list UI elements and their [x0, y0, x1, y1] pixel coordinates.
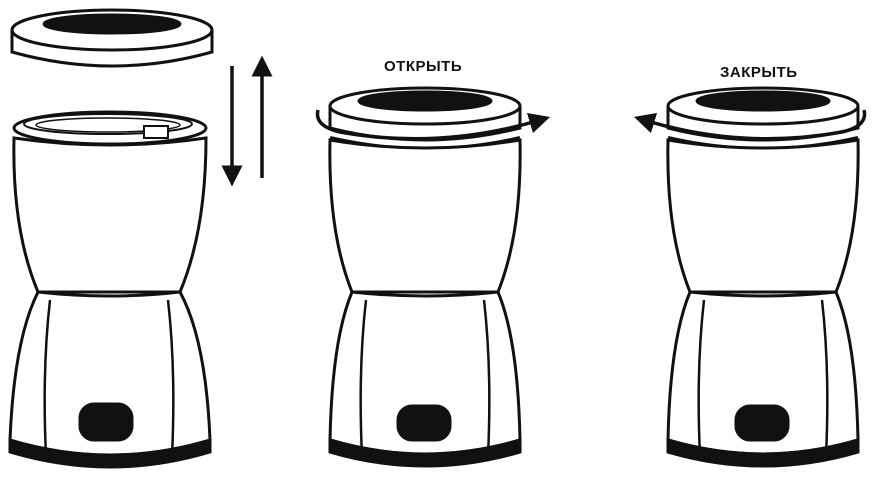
panel-lid-removed [10, 10, 262, 467]
open-label: ОТКРЫТЬ [384, 58, 462, 75]
grinder-icon [668, 88, 858, 466]
close-label: ЗАКРЫТЬ [720, 64, 798, 81]
grinder-body-icon [10, 112, 210, 467]
up-down-arrows-icon [232, 66, 262, 178]
panel-close-rotation [644, 88, 865, 466]
lid-icon [12, 10, 212, 66]
panel-open-rotation [317, 88, 540, 466]
grinder-icon [330, 88, 520, 466]
